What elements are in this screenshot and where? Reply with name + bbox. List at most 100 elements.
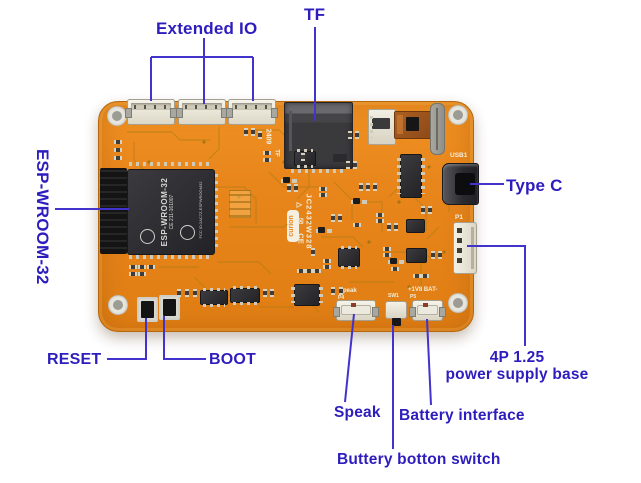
smd-passive [294,184,298,192]
sot23-transistor [283,177,290,183]
smd-passive [355,131,359,139]
label-esp-wroom-32: ESP-WROOM-32 [33,149,52,285]
smd-passive [383,253,391,257]
smd-passive [263,151,271,155]
display-flex-bar [430,103,445,155]
ic-soic8-c [291,284,323,306]
smd-passive [391,267,399,271]
smd-passive [438,251,442,259]
sot23-transistor [390,258,397,264]
smd-passive [366,183,370,191]
reset-button-component [137,297,158,322]
label-boot: BOOT [209,351,257,368]
smd-passive [387,223,391,231]
smd-passive [421,206,425,214]
smd-passive [394,223,398,231]
smd-passive [185,289,189,297]
smd-passive [323,265,331,269]
sot23-transistor [353,198,360,204]
mounting-hole-top-left [107,106,127,126]
ic-power-2 [406,248,427,263]
smd-passive [258,131,262,139]
smd-passive [421,274,429,278]
mounting-hole-top-right [448,105,468,125]
smd-passive [263,158,271,162]
label-extended-io: Extended IO [156,19,258,38]
smd-passive [376,213,384,217]
mounting-hole-bottom-right [448,293,468,313]
smd-passive [319,193,327,197]
silkscreen-usb1: USB1 [450,152,468,159]
smd-passive [263,289,267,297]
esp-pins-top [129,162,213,166]
smd-components [99,102,473,331]
silkscreen-battery: +1V8 BAT- [408,287,438,293]
smd-passive [428,206,432,214]
label-reset: RESET [47,351,102,368]
smd-passive [353,223,361,227]
esp-module-shield: ESP-WROOM-32 CE 211-161007 FCC ID:2AC7Z-… [127,169,215,255]
smd-passive [431,251,435,259]
ic-power-1 [406,219,425,233]
label-power-base-2: power supply base [445,366,589,383]
smd-passive [287,184,291,192]
smd-passive [331,287,335,295]
ic-soic14-e [230,286,260,305]
silkscreen-speak: Speak [339,288,357,294]
label-type-c: Type C [506,176,563,195]
sot23-transistor [318,227,325,233]
wifi-logo-icon [140,229,155,244]
silkscreen-p4: P4 [338,295,345,301]
smd-passive [413,274,421,278]
brand-logo-box: curion [287,210,299,242]
pcb-board: 2409 TF USB1 P1 ES [98,99,479,332]
kcc-logo-icon [180,225,195,240]
mounting-hole-bottom-left [108,295,128,315]
battery-switch-component [385,301,407,326]
smd-passive [383,247,391,251]
smd-passive [339,287,343,295]
battery-connector [409,300,446,321]
label-speak: Speak [334,404,381,421]
ic-sop14 [397,154,425,198]
smd-passive [297,269,305,273]
smd-passive [251,128,255,136]
smd-passive [331,214,335,222]
smd-passive [373,183,377,191]
smd-passive [301,153,305,161]
smd-passive [270,289,274,297]
label-power-base-1: 4P 1.25 [489,349,545,366]
smd-passive [305,269,313,273]
smd-passive [244,128,248,136]
tf-slot-pads [291,169,343,173]
smd-passive [114,148,122,152]
ic-soic14-d [200,288,228,307]
smd-passive [114,156,122,160]
smd-passive [376,219,384,223]
smd-passive [114,140,122,144]
silkscreen-p5: P5 [410,294,417,300]
smd-passive [323,259,331,263]
smd-passive [147,265,155,269]
label-buttery-button-switch: Buttery botton switch [337,451,501,468]
smd-passive [338,214,342,222]
smd-passive [319,187,327,191]
smd-passive [177,289,181,297]
smd-passive [346,161,350,169]
esp-antenna [100,168,127,254]
smd-passive [313,269,321,273]
ic-soic8-a [294,149,316,168]
silkscreen-p1: P1 [455,214,463,221]
smd-passive [193,289,197,297]
esp-pins-bottom [129,255,213,259]
smd-passive [348,131,352,139]
ic-soic8-b [338,246,360,269]
smd-passive [129,272,137,276]
smd-passive [359,183,363,191]
extended-io-connector-2 [176,99,228,125]
silkscreen-sw1: SW1 [388,293,399,299]
esp-pins-right [214,174,218,250]
smd-passive [129,265,137,269]
touch-flex-cable [394,111,432,139]
